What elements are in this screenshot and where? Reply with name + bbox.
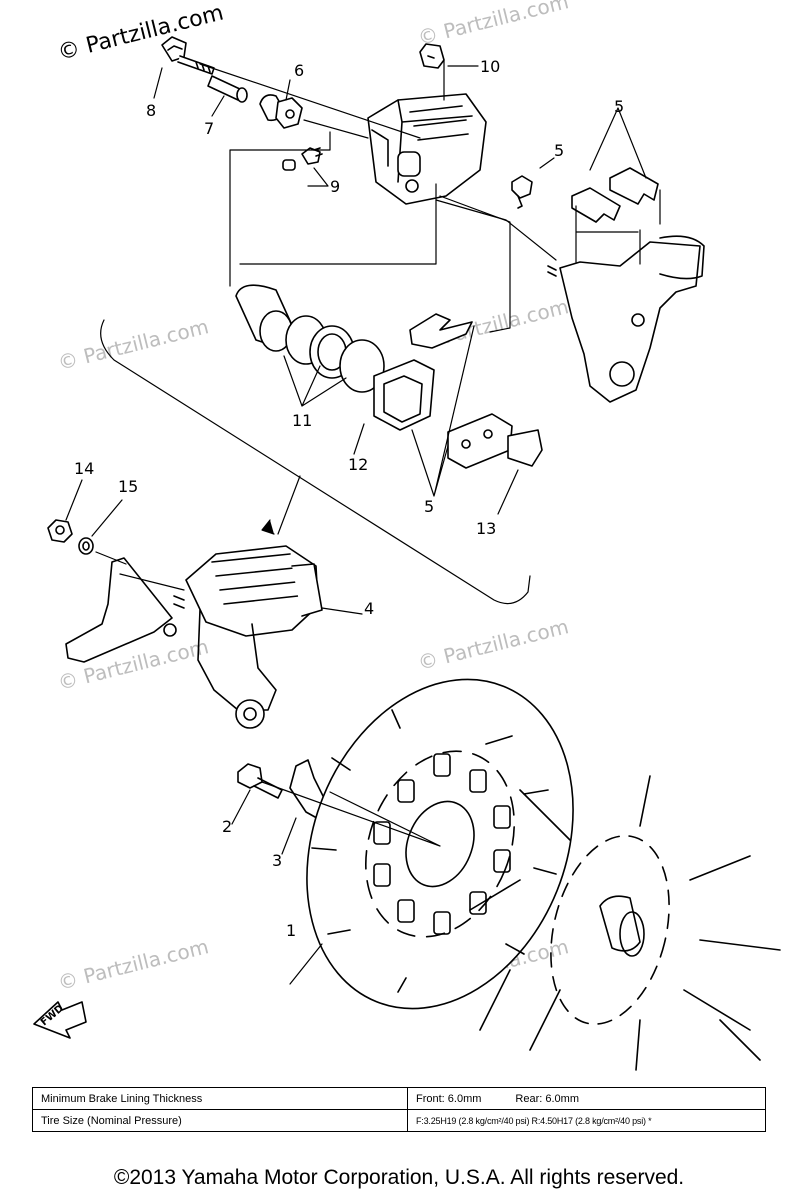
callout-10: 10 bbox=[480, 57, 500, 76]
callout-5-pads: 5 bbox=[424, 497, 434, 516]
watermark: © Partzilla.com bbox=[55, 934, 211, 995]
caliper-body-upper bbox=[367, 93, 487, 205]
part-9-bleed-screw bbox=[282, 147, 323, 171]
spec-value: F:3.25H19 (2.8 kg/cm²/40 psi) R:4.50H17 … bbox=[407, 1109, 766, 1132]
callout-11: 11 bbox=[292, 411, 312, 430]
callout-7: 7 bbox=[204, 119, 214, 138]
copyright-footer: ©2013 Yamaha Motor Corporation, U.S.A. A… bbox=[113, 1166, 685, 1189]
callout-leaders bbox=[65, 65, 647, 985]
part-6-boot-nut bbox=[259, 94, 303, 129]
part-15-washer bbox=[78, 537, 94, 555]
reference-lines bbox=[95, 59, 661, 847]
watermark: © Partzilla.com bbox=[415, 614, 571, 675]
spec-label: Tire Size (Nominal Pressure) bbox=[32, 1109, 408, 1132]
callout-15: 15 bbox=[118, 477, 138, 496]
callout-numbers: 1 2 3 4 5 5 5 6 7 8 9 10 11 12 13 14 15 … bbox=[39, 57, 624, 1028]
part-10-cap bbox=[419, 43, 445, 69]
callout-4: 4 bbox=[364, 599, 374, 618]
spec-rear-value: Rear: 6.0mm bbox=[515, 1092, 579, 1105]
spec-table: Minimum Brake Lining Thickness Front: 6.… bbox=[32, 1087, 766, 1132]
exploded-parts-diagram: © Partzilla.com © Partzilla.com © Partzi… bbox=[33, 0, 781, 1071]
watermark: © Partzilla.com bbox=[415, 0, 571, 50]
part-5-bolt bbox=[511, 175, 533, 209]
pad-spring-lower bbox=[409, 313, 473, 349]
part-7-sleeve bbox=[207, 75, 248, 103]
spec-value: Front: 6.0mm Rear: 6.0mm bbox=[407, 1087, 766, 1110]
fwd-arrow-icon bbox=[33, 1001, 87, 1039]
part-8-bolt bbox=[161, 36, 215, 75]
part-14-nut bbox=[47, 519, 73, 543]
part-2-bolt bbox=[237, 763, 283, 799]
callout-1: 1 bbox=[286, 921, 296, 940]
brake-pad-lower bbox=[447, 413, 513, 469]
callout-9: 9 bbox=[330, 177, 340, 196]
callout-12: 12 bbox=[348, 455, 368, 474]
part-13-shim bbox=[507, 429, 543, 467]
spec-label: Minimum Brake Lining Thickness bbox=[32, 1087, 408, 1110]
part-11-piston-seals bbox=[235, 284, 385, 393]
callout-3: 3 bbox=[272, 851, 282, 870]
caliper-bracket-upper bbox=[547, 235, 705, 403]
spec-row-tire: Tire Size (Nominal Pressure) F:3.25H19 (… bbox=[32, 1109, 766, 1132]
part-4-caliper-assembly bbox=[173, 545, 323, 729]
callout-8: 8 bbox=[146, 101, 156, 120]
callout-14: 14 bbox=[74, 459, 94, 478]
watermark-top-left: © Partzilla.com bbox=[55, 0, 226, 65]
spec-front-value: Front: 6.0mm bbox=[416, 1092, 482, 1105]
callout-2: 2 bbox=[222, 817, 232, 836]
part-12-brake-pad bbox=[373, 359, 435, 431]
callout-5-springs: 5 bbox=[614, 97, 624, 116]
spec-row-lining: Minimum Brake Lining Thickness Front: 6.… bbox=[32, 1087, 766, 1110]
callout-13: 13 bbox=[476, 519, 496, 538]
watermark: © Partzilla.com bbox=[55, 314, 211, 375]
callout-5-upper-bolt: 5 bbox=[554, 141, 564, 160]
swingarm-bracket bbox=[65, 557, 177, 663]
wheel-hub bbox=[469, 775, 781, 1071]
part-1-brake-disc bbox=[306, 678, 574, 1010]
callout-6: 6 bbox=[294, 61, 304, 80]
